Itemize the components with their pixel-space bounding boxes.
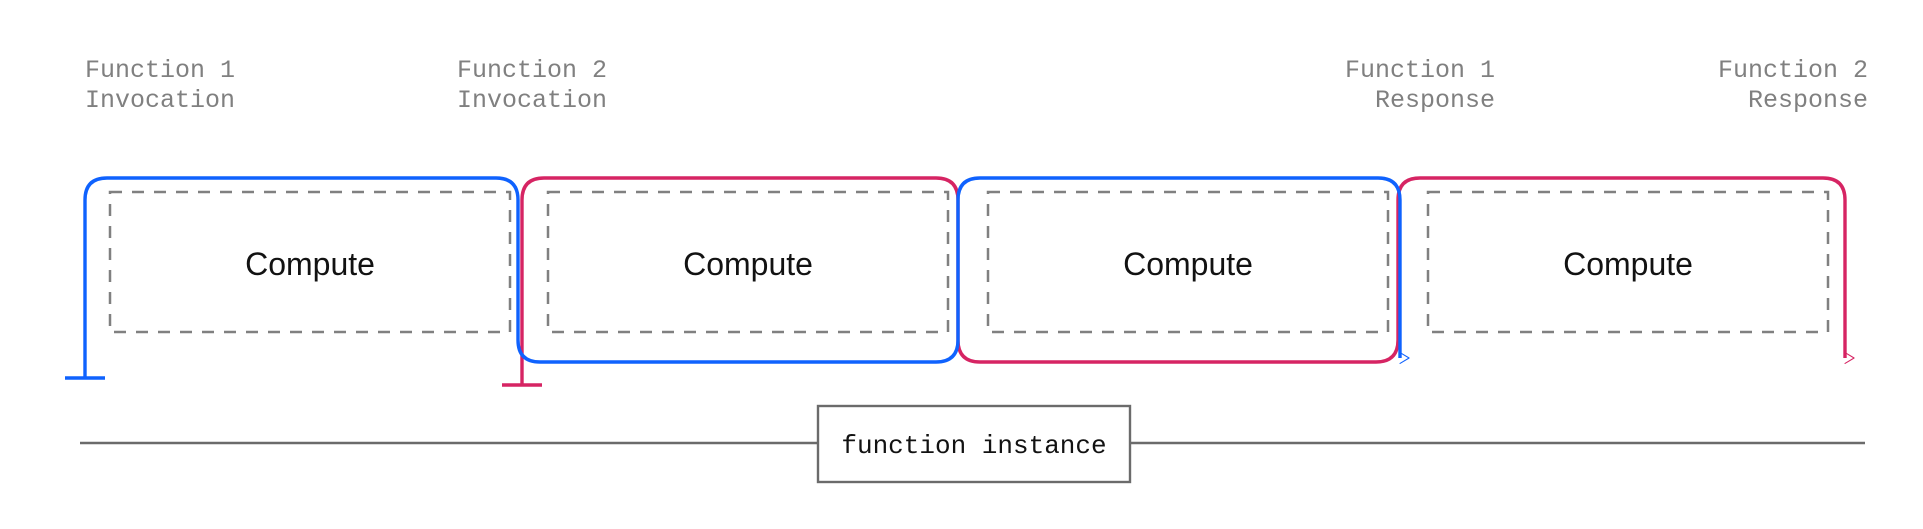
marker-f2-invocation-line2: Invocation xyxy=(457,86,607,115)
marker-f1-response: Function 1 Response xyxy=(1345,56,1495,115)
compute-block-2: Compute xyxy=(546,190,950,334)
function-instance-box xyxy=(816,404,1132,484)
compute-block-4: Compute xyxy=(1426,190,1830,334)
marker-f1-response-line1: Function 1 xyxy=(1345,56,1495,85)
compute-4-label: Compute xyxy=(1563,246,1693,282)
marker-f1-invocation-line2: Invocation xyxy=(85,86,235,115)
function-instance-label: function instance xyxy=(841,431,1106,461)
marker-labels: Function 1 Invocation Function 2 Invocat… xyxy=(85,56,1868,115)
function-1-flow xyxy=(65,176,1410,380)
marker-f2-invocation: Function 2 Invocation xyxy=(457,56,607,115)
compute-4-dashed-border xyxy=(1426,190,1830,334)
marker-f1-invocation-line1: Function 1 xyxy=(85,56,235,85)
compute-blocks: Compute Compute Compute Compute xyxy=(108,190,1830,334)
marker-f2-response-line1: Function 2 xyxy=(1718,56,1868,85)
compute-3-dashed-border xyxy=(986,190,1390,334)
compute-block-3: Compute xyxy=(986,190,1390,334)
marker-f1-response-line2: Response xyxy=(1375,86,1495,115)
marker-f1-invocation: Function 1 Invocation xyxy=(85,56,235,115)
function-2-path xyxy=(520,176,1855,385)
marker-f2-response: Function 2 Response xyxy=(1718,56,1868,115)
compute-2-label: Compute xyxy=(683,246,813,282)
compute-1-label: Compute xyxy=(245,246,375,282)
compute-block-1: Compute xyxy=(108,190,512,334)
marker-f2-invocation-line1: Function 2 xyxy=(457,56,607,85)
compute-3-label: Compute xyxy=(1123,246,1253,282)
function-1-path xyxy=(83,176,1410,378)
compute-2-dashed-border xyxy=(546,190,950,334)
marker-f2-response-line2: Response xyxy=(1748,86,1868,115)
function-2-flow xyxy=(502,176,1855,387)
function-instance-timeline: function instance xyxy=(80,404,1865,484)
compute-1-dashed-border xyxy=(108,190,512,334)
